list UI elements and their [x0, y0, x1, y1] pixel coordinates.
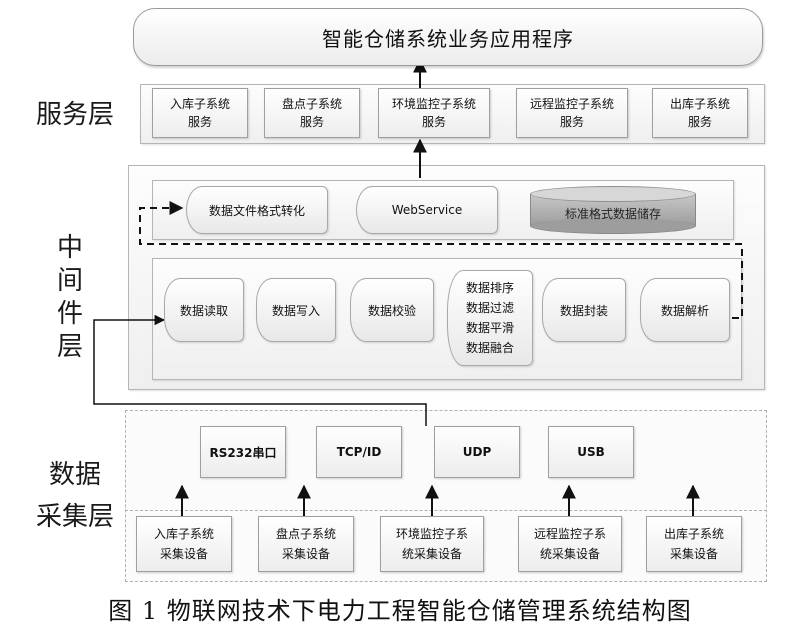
- device-inventory: 盘点子系统 采集设备: [258, 516, 354, 572]
- service-line: 盘点子系统: [281, 97, 342, 111]
- acquisition-label-line: 数据: [48, 460, 101, 490]
- service-inbound: 入库子系统 服务: [152, 88, 248, 138]
- processing-step: 数据排序: [465, 281, 514, 295]
- figure-caption: 图 1 物联网技术下电力工程智能仓储管理系统结构图: [108, 596, 692, 625]
- data-write-block: 数据写入: [256, 278, 336, 342]
- device-line: 采集设备: [669, 547, 718, 561]
- device-line: 盘点子系统: [275, 527, 336, 541]
- device-inbound: 入库子系统 采集设备: [136, 516, 232, 572]
- service-line: 远程监控子系统: [529, 97, 614, 111]
- service-inventory: 盘点子系统 服务: [264, 88, 360, 138]
- device-line: 远程监控子系: [533, 527, 606, 541]
- data-verify-block: 数据校验: [350, 278, 434, 342]
- service-line: 服务: [559, 115, 584, 129]
- middleware-label-char: 层: [56, 332, 83, 362]
- storage-label: 标准格式数据储存: [564, 206, 661, 221]
- arrow-acquisition-to-read: [93, 314, 427, 426]
- cylinder-top: [530, 186, 696, 202]
- data-package-block: 数据封装: [542, 278, 626, 342]
- device-outbound: 出库子系统 采集设备: [646, 516, 742, 572]
- service-line: 服务: [687, 115, 712, 129]
- acquisition-divider: [125, 510, 767, 511]
- device-line: 采集设备: [159, 547, 208, 561]
- service-remote: 远程监控子系统 服务: [516, 88, 628, 138]
- application-title: 智能仓储系统业务应用程序: [322, 26, 574, 51]
- middleware-label-char: 件: [56, 299, 83, 329]
- device-environment: 环境监控子系 统采集设备: [380, 516, 484, 572]
- middleware-label-char: 间: [56, 266, 83, 296]
- service-layer-label: 服务层: [35, 99, 114, 130]
- format-convert-block: 数据文件格式转化: [186, 186, 328, 234]
- acquisition-layer-label: 数据 采集层: [30, 448, 120, 544]
- interface-udp: UDP: [434, 426, 520, 478]
- interface-tcp: TCP/ID: [316, 426, 402, 478]
- service-line: 服务: [187, 115, 212, 129]
- service-line: 出库子系统: [669, 97, 730, 111]
- data-processing-block: 数据排序 数据过滤 数据平滑 数据融合: [447, 270, 533, 366]
- service-environment: 环境监控子系统 服务: [378, 88, 490, 138]
- processing-step: 数据平滑: [465, 321, 514, 335]
- service-line: 环境监控子系统: [391, 97, 476, 111]
- device-line: 环境监控子系: [395, 527, 468, 541]
- webservice-block: WebService: [356, 186, 498, 234]
- storage-cylinder: 标准格式数据储存: [530, 186, 696, 234]
- data-read-block: 数据读取: [164, 278, 244, 342]
- middleware-label-char: 中: [56, 233, 83, 263]
- processing-step: 数据融合: [465, 341, 514, 355]
- device-line: 入库子系统: [153, 527, 214, 541]
- acquisition-label-line: 采集层: [35, 502, 114, 532]
- device-line: 统采集设备: [539, 547, 600, 561]
- data-parse-block: 数据解析: [640, 278, 730, 342]
- service-outbound: 出库子系统 服务: [652, 88, 748, 138]
- cylinder-bottom: [530, 218, 696, 234]
- service-line: 服务: [421, 115, 446, 129]
- interface-rs232: RS232串口: [200, 426, 286, 478]
- processing-step: 数据过滤: [465, 301, 514, 315]
- middleware-layer-label: 中 间 件 层: [40, 228, 100, 368]
- device-remote: 远程监控子系 统采集设备: [518, 516, 622, 572]
- device-line: 采集设备: [281, 547, 330, 561]
- service-line: 服务: [299, 115, 324, 129]
- application-box: 智能仓储系统业务应用程序: [133, 8, 763, 66]
- service-line: 入库子系统: [169, 97, 230, 111]
- interface-usb: USB: [548, 426, 634, 478]
- device-line: 出库子系统: [663, 527, 724, 541]
- dashed-loop: [139, 201, 743, 319]
- device-line: 统采集设备: [401, 547, 462, 561]
